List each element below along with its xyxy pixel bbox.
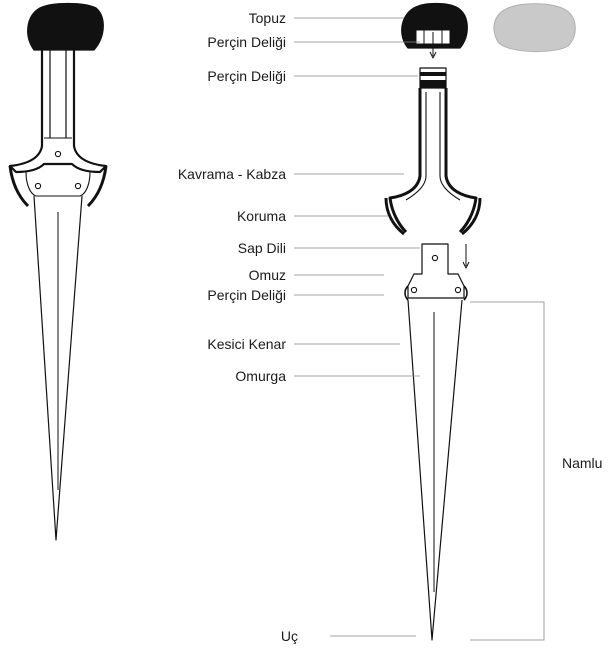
- assembled-dagger: [10, 4, 106, 541]
- exploded-grip: [390, 88, 476, 232]
- label-tip: Uç: [281, 628, 298, 644]
- label-guard: Koruma: [237, 208, 286, 224]
- label-rivet-hole-pommel: Perçin Deliği: [207, 34, 286, 50]
- label-tang: Sap Dili: [238, 240, 286, 256]
- labels: Topuz Perçin Deliği Perçin Deliği Kavram…: [178, 10, 603, 644]
- exploded-guard: [386, 198, 480, 234]
- exploded-dagger: [386, 4, 480, 641]
- label-pommel: Topuz: [249, 10, 286, 26]
- label-shoulder: Omuz: [249, 267, 286, 283]
- label-grip: Kavrama - Kabza: [178, 166, 286, 182]
- label-blade: Namlu: [562, 455, 602, 471]
- label-cutting-edge: Kesici Kenar: [207, 336, 286, 352]
- assembled-pommel: [28, 4, 104, 51]
- label-rivet-hole-shoulder: Perçin Deliği: [207, 287, 286, 303]
- label-midrib: Omurga: [235, 368, 286, 384]
- stone-pommel-image: [494, 4, 575, 52]
- label-rivet-hole-grip: Perçin Deliği: [207, 68, 286, 84]
- assembled-grip: [10, 50, 106, 172]
- exploded-blade: [408, 300, 462, 640]
